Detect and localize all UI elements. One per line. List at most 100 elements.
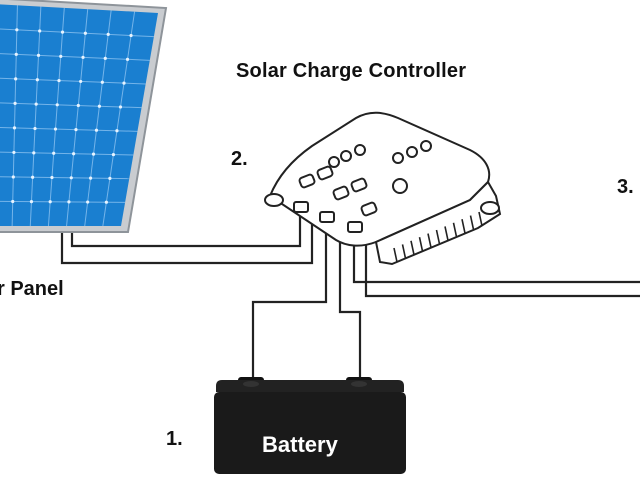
heatsink-fin — [461, 219, 466, 234]
controller-port-panel — [293, 201, 309, 213]
panel-cell-highlight — [11, 175, 15, 179]
controller-label: Solar Charge Controller — [236, 60, 467, 82]
panel-cell-highlight — [94, 128, 99, 132]
panel-cell-highlight — [14, 77, 18, 81]
battery-terminal-cap-left — [243, 381, 259, 387]
load-wire-top — [352, 230, 640, 284]
panel-cell-highlight — [29, 200, 34, 204]
controller-mount-ear-right — [480, 201, 500, 215]
panel-grid-line — [0, 28, 154, 38]
panel-cell-highlight — [33, 126, 37, 131]
panel-cell-highlight — [36, 53, 41, 57]
controller-terminal-1 — [298, 173, 316, 189]
heatsink-fin — [444, 226, 449, 241]
controller-button-2 — [406, 146, 418, 158]
panel-cell-highlight — [11, 199, 15, 204]
heatsink-fin — [478, 211, 483, 227]
panel-grid-line — [66, 9, 89, 227]
panel-grid-line — [0, 102, 142, 109]
controller-led-1 — [328, 156, 340, 168]
panel-grid-line — [102, 11, 136, 227]
panel-cell-highlight — [53, 127, 58, 131]
controller-led-3 — [354, 144, 366, 156]
solar-panel-label: r Panel — [0, 278, 64, 300]
solar-panel-cell-highlights — [11, 28, 133, 204]
panel-cell-highlight — [86, 200, 90, 204]
panel-cell-highlight — [35, 78, 39, 82]
panel-cell-highlight — [122, 81, 126, 85]
panel-cell-highlight — [97, 104, 101, 108]
panel-cell-highlight — [48, 200, 52, 204]
solar-panel-grid — [0, 5, 154, 227]
panel-cell-highlight — [106, 32, 110, 36]
heatsink-fin — [435, 229, 441, 245]
panel-cell-highlight — [60, 30, 65, 34]
panel-cell-highlight — [111, 152, 116, 157]
panel-cell-highlight — [31, 175, 35, 179]
panel-cell-highlight — [38, 29, 42, 33]
controller-terminal-2 — [316, 165, 334, 181]
panel-cell-highlight — [76, 103, 80, 108]
load-wire-bottom — [364, 230, 640, 298]
panel-cell-highlight — [34, 102, 38, 106]
panel-cell-highlight — [81, 55, 85, 59]
panel-cell-highlight — [69, 176, 73, 180]
panel-cell-highlight — [15, 28, 19, 32]
controller-terminal-5 — [360, 201, 378, 217]
panel-cell-highlight — [115, 129, 119, 133]
step-3-number: 3. — [617, 176, 634, 198]
controller-terminal-row — [298, 165, 378, 217]
controller-wire-ports — [293, 201, 363, 233]
panel-grid-line — [0, 77, 146, 85]
controller-display-dot — [392, 178, 408, 194]
panel-cell-highlight — [125, 57, 130, 61]
battery-label: Battery — [262, 432, 338, 457]
battery-wire-left — [251, 222, 328, 380]
panel-cell-highlight — [118, 105, 123, 109]
panel-cell-highlight — [74, 128, 78, 132]
battery-body — [214, 392, 406, 474]
panel-cell-highlight — [83, 31, 87, 35]
heatsink-fin — [401, 244, 407, 259]
panel-grid-line — [11, 5, 18, 227]
heatsink-fin — [469, 215, 475, 230]
heatsink-fin — [452, 222, 458, 237]
panel-grid-line — [0, 53, 150, 61]
panel-cell-highlight — [91, 152, 96, 156]
panel-cell-highlight — [32, 151, 36, 155]
panel-cell-highlight — [12, 126, 17, 130]
panel-grid-line — [47, 7, 65, 227]
battery-wire-right — [338, 222, 362, 380]
panel-cell-highlight — [59, 54, 63, 58]
panel-cell-highlight — [100, 80, 104, 84]
controller-mount-ear-left — [264, 193, 284, 207]
solar-panel — [0, 0, 168, 233]
controller-terminal-3 — [332, 185, 350, 201]
controller-button-3 — [420, 140, 432, 152]
panel-cell-highlight — [14, 52, 18, 56]
controller-top-controls — [328, 140, 432, 194]
panel-cell-highlight — [50, 175, 54, 180]
controller-side-face — [374, 180, 502, 266]
heatsink-fin — [418, 237, 424, 252]
panel-grid-line — [0, 127, 138, 132]
panel-cell-highlight — [57, 78, 61, 83]
heatsink-fin — [427, 233, 432, 248]
step-1-number: 1. — [166, 428, 183, 450]
panel-wire-bottom — [60, 212, 314, 265]
battery-lid — [216, 380, 404, 392]
panel-grid-line — [0, 151, 134, 156]
panel-cell-highlight — [88, 176, 93, 180]
panel-cell-highlight — [104, 200, 108, 204]
panel-cell-highlight — [108, 176, 112, 180]
panel-cell-highlight — [72, 152, 76, 156]
panel-cell-highlight — [79, 79, 83, 84]
controller-port-battery — [319, 211, 335, 223]
battery — [214, 377, 406, 474]
controller-led-2 — [340, 150, 352, 162]
panel-grid-line — [0, 200, 126, 203]
panel-grid-line — [84, 10, 112, 227]
panel-grid-line — [29, 6, 42, 227]
panel-cell-highlight — [103, 56, 107, 60]
